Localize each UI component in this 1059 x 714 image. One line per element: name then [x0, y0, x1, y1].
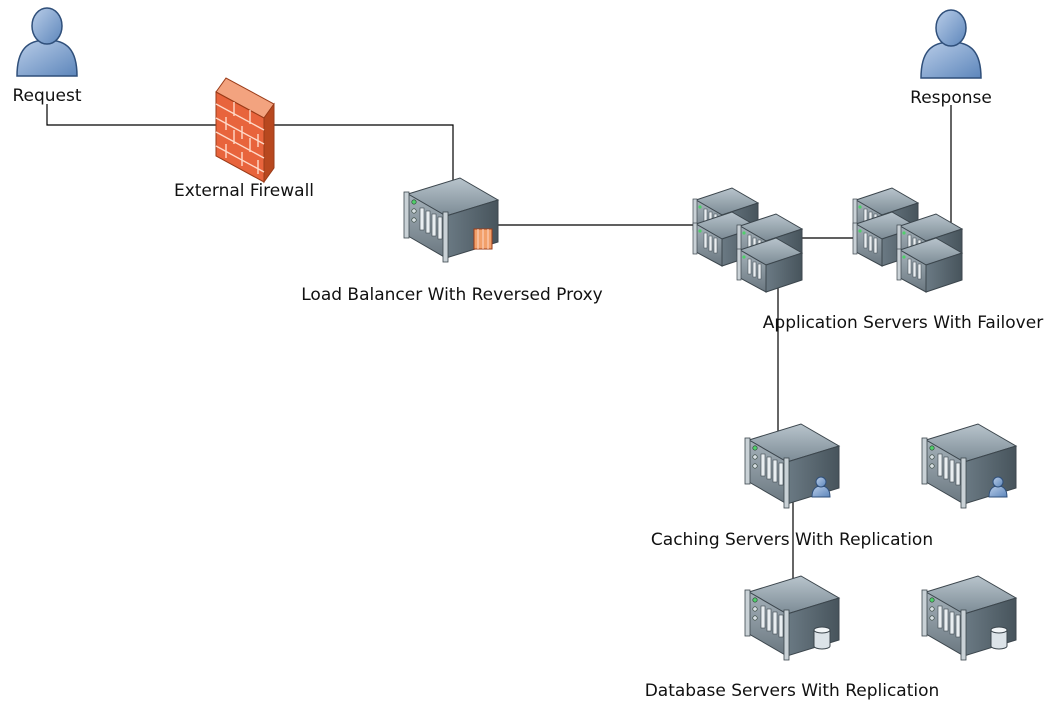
- database-badge-icon: [813, 626, 831, 650]
- database-label: Database Servers With Replication: [645, 681, 940, 701]
- request-label: Request: [12, 86, 81, 106]
- proxy-badge-icon: [473, 228, 493, 250]
- firewall-node: External Firewall: [174, 77, 314, 201]
- app-cluster-right: [852, 187, 963, 293]
- app-servers-label: Application Servers With Failover: [763, 313, 1043, 333]
- caching-label: Caching Servers With Replication: [651, 530, 933, 550]
- app-servers-node: Application Servers With Failover: [692, 187, 1043, 333]
- request-node: Request: [12, 7, 82, 106]
- load-balancer-label: Load Balancer With Reversed Proxy: [301, 285, 602, 305]
- connectors: [46, 104, 952, 590]
- firewall-icon: [215, 77, 275, 183]
- caching-servers-node: Caching Servers With Replication: [651, 423, 1017, 550]
- load-balancer-node: Load Balancer With Reversed Proxy: [301, 177, 603, 305]
- user-icon: [16, 7, 78, 77]
- firewall-label: External Firewall: [174, 181, 314, 201]
- database-badge-icon: [990, 626, 1008, 650]
- user-icon: [920, 9, 982, 79]
- database-servers-node: Database Servers With Replication: [645, 575, 1017, 701]
- response-node: Response: [910, 9, 992, 108]
- app-cluster-left: [692, 187, 803, 293]
- response-label: Response: [910, 88, 992, 108]
